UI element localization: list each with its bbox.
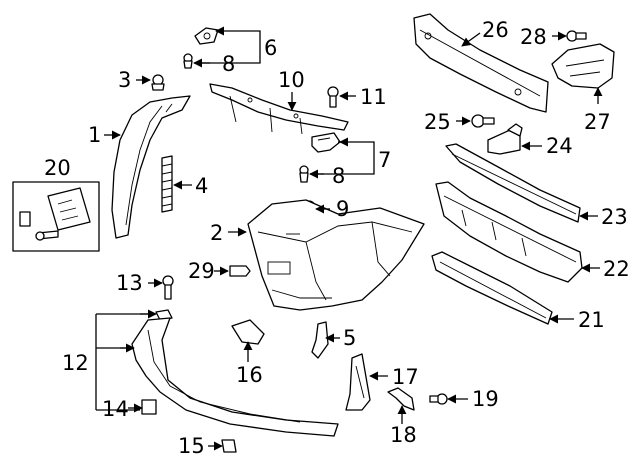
callout-28: 28 bbox=[520, 25, 547, 49]
impact-bar bbox=[413, 13, 549, 113]
callout-2: 2 bbox=[210, 221, 223, 245]
callout-26: 26 bbox=[482, 18, 509, 42]
callout-12: 12 bbox=[62, 351, 89, 375]
upper-support-bar bbox=[209, 83, 349, 135]
callout-29: 29 bbox=[188, 259, 215, 283]
callout-4: 4 bbox=[195, 174, 208, 198]
callout-21: 21 bbox=[578, 308, 605, 332]
bolt-13 bbox=[162, 275, 174, 300]
callout-3: 3 bbox=[118, 68, 131, 92]
lower-spoiler bbox=[131, 309, 339, 437]
callout-11: 11 bbox=[360, 85, 387, 109]
callout-25: 25 bbox=[424, 110, 451, 134]
callout-9: 9 bbox=[336, 197, 349, 221]
clip-14 bbox=[141, 399, 157, 415]
callout-6: 6 bbox=[264, 36, 277, 60]
callout-14: 14 bbox=[102, 397, 129, 421]
callout-18: 18 bbox=[390, 423, 417, 447]
end-bracket-27 bbox=[551, 43, 615, 89]
callout-15: 15 bbox=[178, 434, 205, 458]
mesh-insert-part bbox=[161, 155, 173, 213]
upper-bracket-6 bbox=[183, 27, 219, 69]
reinforcement-22 bbox=[435, 181, 583, 283]
callout-23: 23 bbox=[601, 205, 628, 229]
callout-7: 7 bbox=[378, 148, 391, 172]
vertical-bracket-17 bbox=[345, 353, 371, 411]
callout-1: 1 bbox=[88, 123, 101, 147]
clip-15 bbox=[221, 439, 237, 453]
callout-16: 16 bbox=[236, 363, 263, 387]
bolt-19 bbox=[429, 393, 448, 405]
callout-22: 22 bbox=[603, 257, 630, 281]
crash-can-24 bbox=[487, 123, 523, 155]
callout-10: 10 bbox=[278, 68, 305, 92]
callout-27: 27 bbox=[584, 110, 611, 134]
callout-19: 19 bbox=[472, 387, 499, 411]
fender-liner-part bbox=[111, 95, 191, 239]
callout-8b: 8 bbox=[332, 164, 345, 188]
bracket-kit-box bbox=[12, 181, 100, 252]
callout-5: 5 bbox=[343, 326, 356, 350]
callout-17: 17 bbox=[392, 365, 419, 389]
side-bracket-5 bbox=[311, 321, 329, 359]
bolt-25 bbox=[471, 114, 495, 128]
callout-24: 24 bbox=[546, 134, 573, 158]
small-bracket-18 bbox=[387, 387, 415, 411]
energy-absorber bbox=[445, 143, 581, 223]
bolt-28 bbox=[566, 30, 587, 42]
bolt-11 bbox=[327, 86, 339, 108]
callout-13: 13 bbox=[116, 271, 143, 295]
callout-8a: 8 bbox=[222, 52, 235, 76]
cover-plate-16 bbox=[231, 319, 265, 345]
callout-20: 20 bbox=[44, 156, 71, 180]
bumper-cover bbox=[247, 199, 425, 311]
small-bracket-7 bbox=[299, 132, 341, 183]
push-clip-3 bbox=[151, 74, 165, 91]
plug-29 bbox=[229, 265, 251, 277]
